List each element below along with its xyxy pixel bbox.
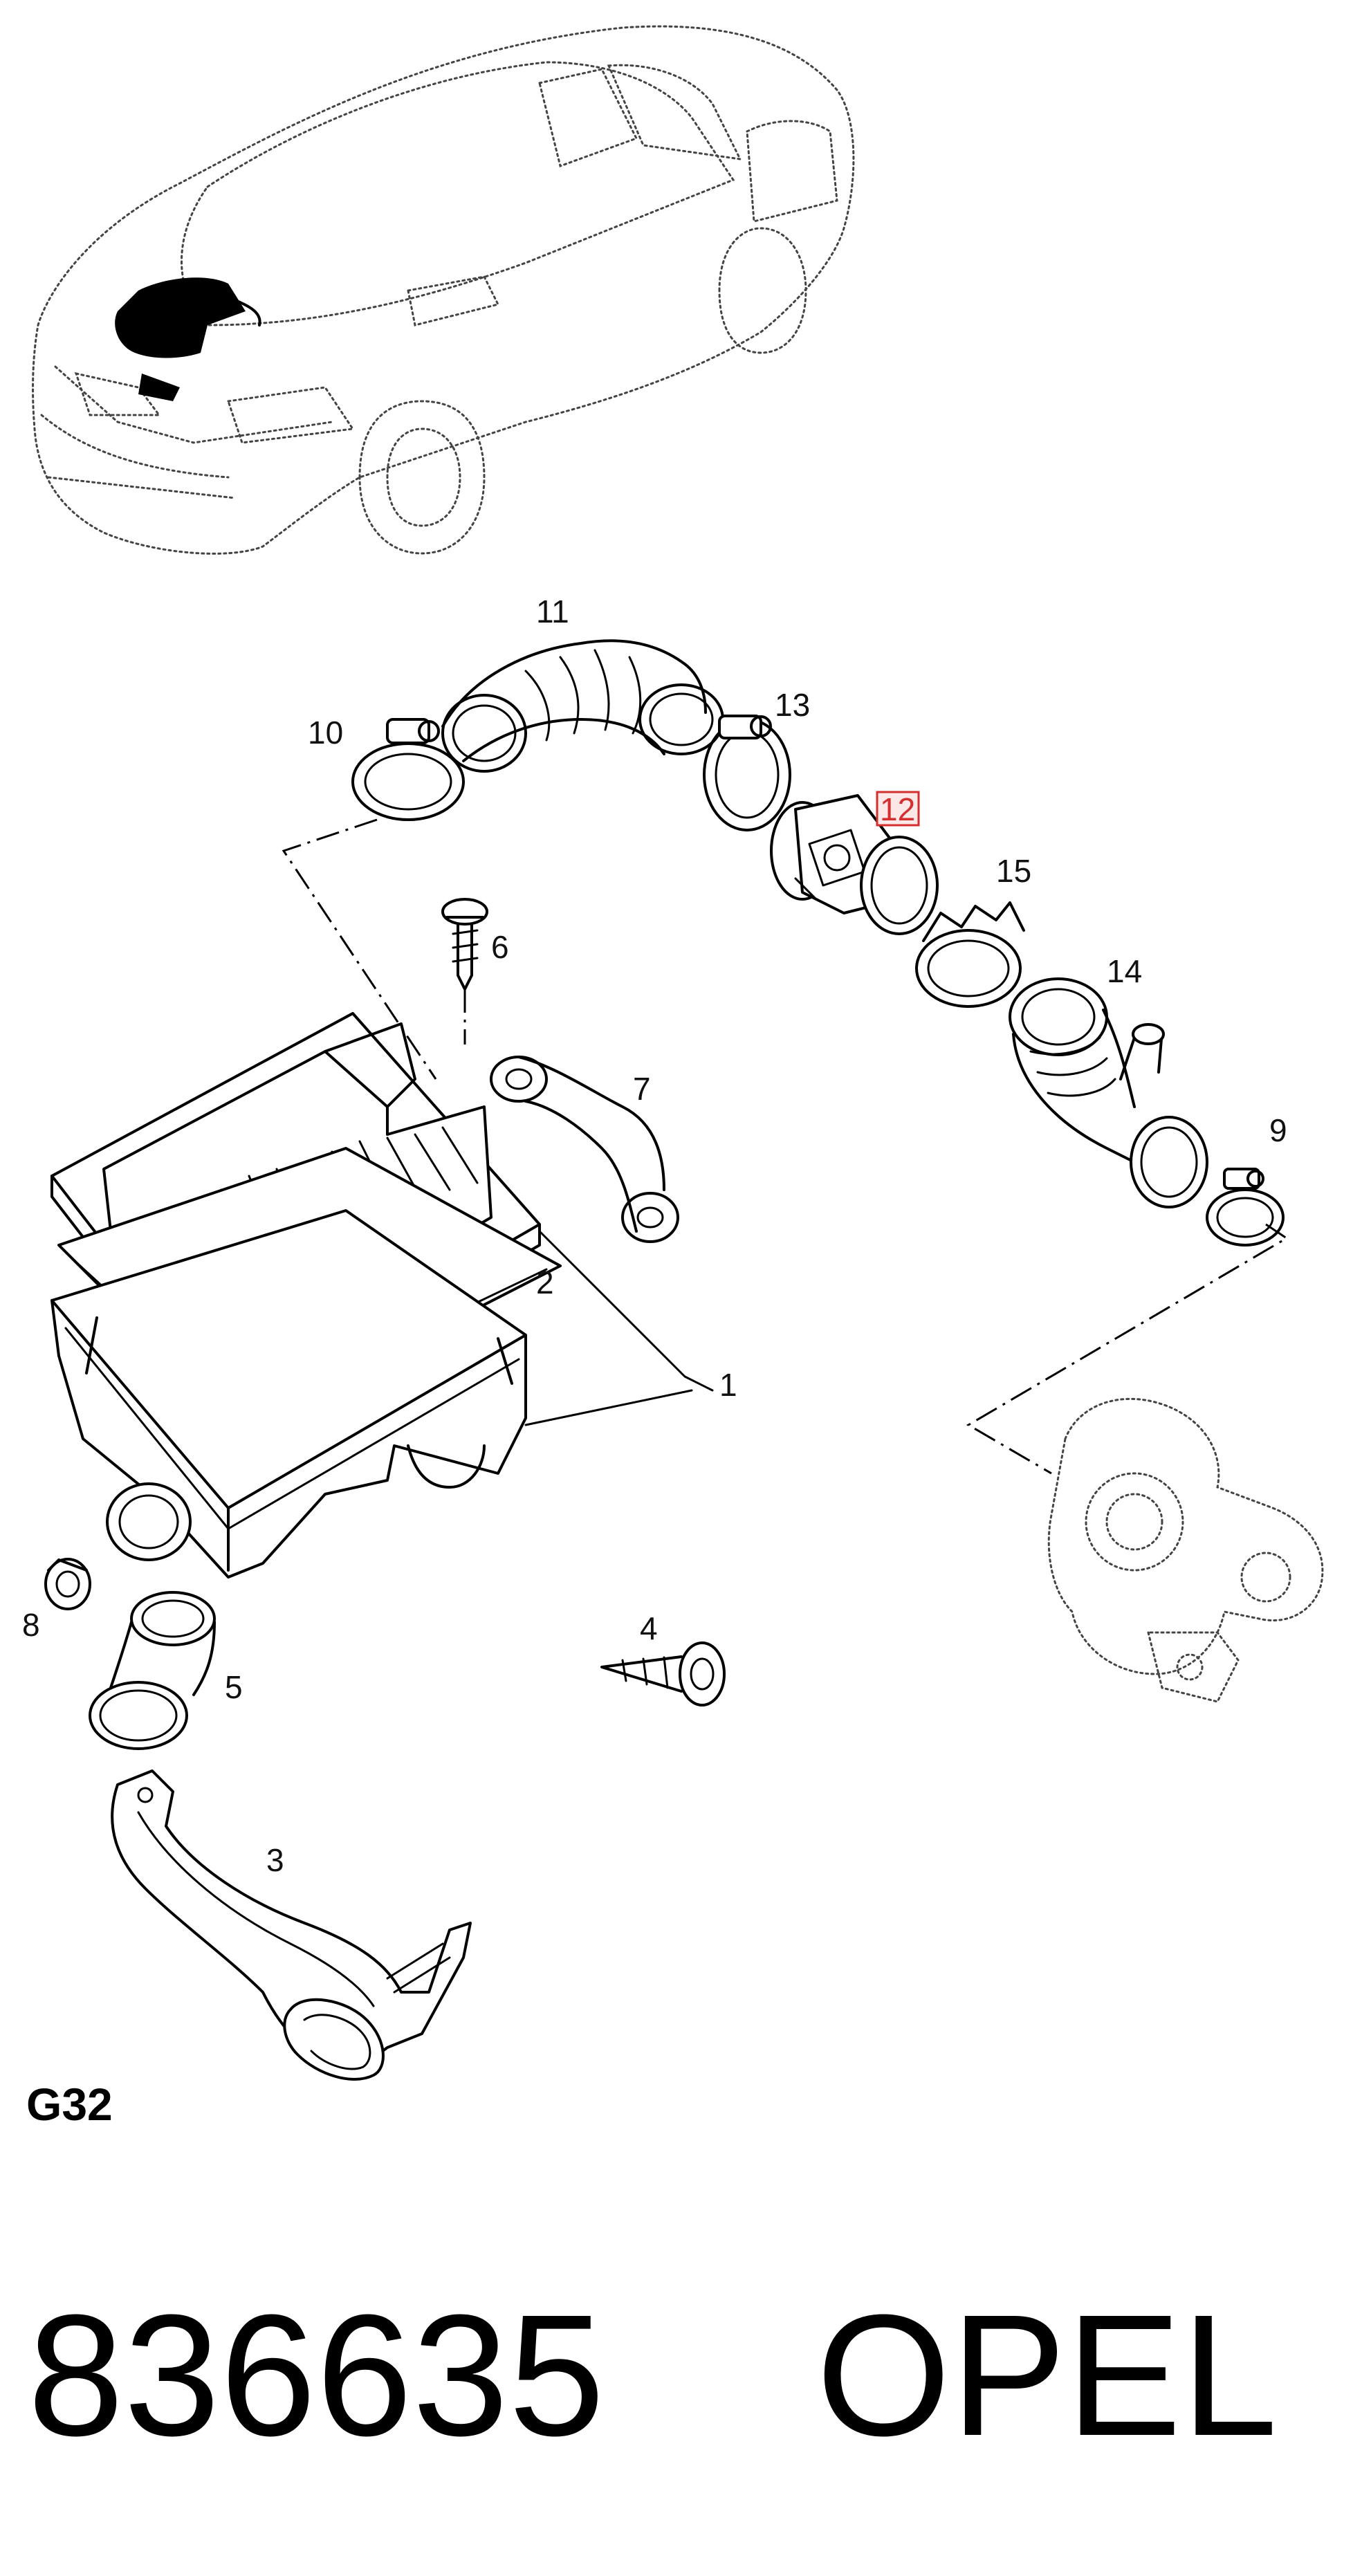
assembly-connector-lines xyxy=(282,818,1289,1475)
sheet-code: G32 xyxy=(26,2079,113,2130)
callout-11: 11 xyxy=(536,594,569,629)
callout-14: 14 xyxy=(1107,953,1142,989)
highlight-box xyxy=(876,791,920,827)
part-10-hose-clamp xyxy=(351,718,465,821)
callout-1: 1 xyxy=(719,1367,737,1403)
turbocharger-illustration xyxy=(1047,1397,1324,1703)
part-7-bracket xyxy=(490,1056,679,1243)
callout-7: 7 xyxy=(633,1071,651,1107)
part-14-turbo-inlet-hose xyxy=(1009,977,1208,1208)
vehicle-overview-illustration xyxy=(32,25,855,555)
callout-15: 15 xyxy=(996,853,1031,889)
callout-2: 2 xyxy=(536,1264,554,1300)
part-9-hose-clamp xyxy=(1206,1168,1285,1246)
part-4-bolt xyxy=(600,1641,726,1706)
callout-3: 3 xyxy=(266,1842,284,1878)
part-13-hose-clamp xyxy=(703,715,791,831)
part-6-screw xyxy=(441,898,488,991)
part-8-grommet xyxy=(44,1558,91,1610)
callout-10: 10 xyxy=(308,715,343,751)
callout-5: 5 xyxy=(225,1669,243,1705)
part-callouts: 1 2 3 4 5 6 7 8 9 10 11 12 13 14 15 xyxy=(22,594,1287,1878)
part-number: 836635 xyxy=(28,2279,605,2472)
callout-9: 9 xyxy=(1269,1112,1287,1148)
part-15-hose-clamp xyxy=(915,901,1025,1008)
brand-name: OPEL xyxy=(816,2279,1278,2472)
callout-13: 13 xyxy=(775,687,810,723)
part-3-intake-duct xyxy=(111,1769,472,2081)
callout-12: 12 xyxy=(880,791,915,827)
callout-leader-lines xyxy=(524,1230,714,1426)
part-5-inlet-connector xyxy=(89,1591,216,1750)
part-12-air-mass-meter xyxy=(770,794,939,935)
callout-8: 8 xyxy=(22,1607,40,1643)
callout-6: 6 xyxy=(491,929,509,965)
callout-4: 4 xyxy=(640,1610,658,1646)
part-11-air-intake-hose xyxy=(441,639,724,773)
part-1-air-filter-housing xyxy=(50,1012,562,1579)
